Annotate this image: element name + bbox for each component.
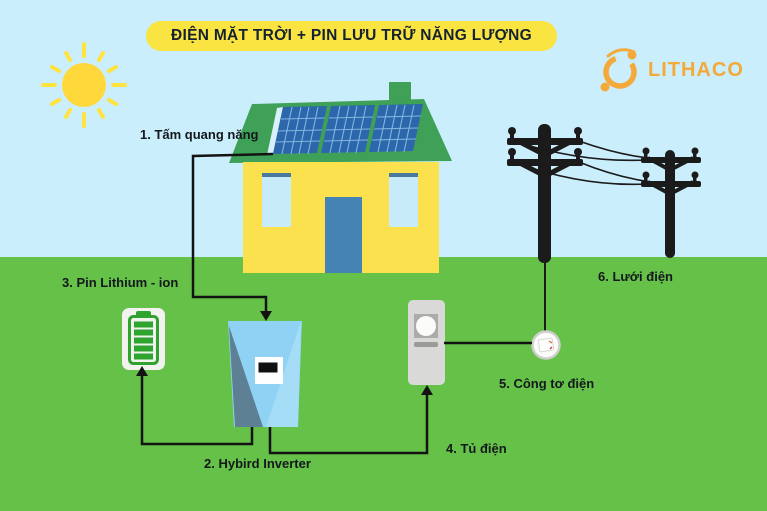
power-lines — [512, 140, 697, 331]
logo-text: LITHACO — [648, 58, 744, 81]
sun-icon — [41, 42, 127, 128]
solar-panels-icon — [267, 104, 423, 155]
ground — [0, 257, 767, 511]
line-solar-to-inverter — [191, 152, 274, 312]
label-power-grid: 6. Lưới điện — [598, 269, 673, 284]
lithaco-logo: LITHACO — [596, 44, 756, 96]
label-hybrid-inverter: 2. Hybird Inverter — [204, 456, 311, 471]
battery-icon — [128, 311, 159, 365]
line-inverter-to-battery — [140, 375, 254, 446]
battery-unit — [122, 308, 165, 370]
label-electric-meter: 5. Công tơ điện — [499, 376, 595, 391]
inverter-unit — [228, 321, 302, 427]
electric-meter-icon — [531, 330, 561, 360]
page-title: ĐIỆN MẶT TRỜI + PIN LƯU TRỮ NĂNG LƯỢNG — [170, 27, 532, 44]
chimney — [389, 82, 411, 104]
line-inverter-to-cabinet — [268, 394, 429, 455]
label-lithium-battery: 3. Pin Lithium - ion — [62, 275, 179, 290]
window-left — [262, 173, 291, 227]
connection-lines — [136, 152, 532, 455]
power-pole-left — [507, 124, 583, 263]
title-banner: ĐIỆN MẶT TRỜI + PIN LƯU TRỮ NĂNG LƯỢNG — [146, 21, 557, 51]
lithaco-logo-icon — [600, 48, 637, 92]
label-electrical-cabinet: 4. Tủ điện — [446, 441, 507, 456]
window-right — [389, 173, 418, 227]
electrical-cabinet-icon — [408, 300, 445, 385]
power-pole-right — [641, 147, 701, 258]
label-solar-panel: 1. Tấm quang năng — [140, 127, 259, 142]
house — [229, 82, 452, 273]
door — [325, 197, 362, 273]
